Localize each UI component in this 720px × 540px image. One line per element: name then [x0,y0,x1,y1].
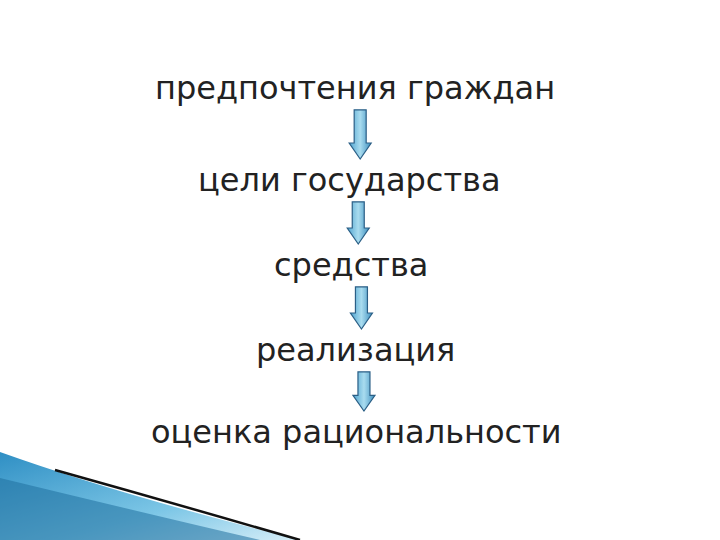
flow-step: оценка рациональности [145,412,568,453]
block-arrow [347,202,369,244]
swoosh-band [0,452,300,540]
flow-step: предпочтения граждан [149,68,561,109]
block-arrow [349,110,371,159]
swoosh-line [55,470,300,540]
block-arrow [353,372,375,411]
step-label: предпочтения граждан [155,70,555,107]
block-arrow [350,287,372,329]
step-label: оценка рациональности [151,414,562,451]
flow-step: реализация [250,330,461,371]
swoosh-band [0,478,260,540]
step-label: реализация [256,332,455,369]
flow-step: средства [268,245,434,286]
step-label: цели государства [198,162,501,199]
step-label: средства [274,247,428,284]
flow-step: цели государства [192,160,507,201]
